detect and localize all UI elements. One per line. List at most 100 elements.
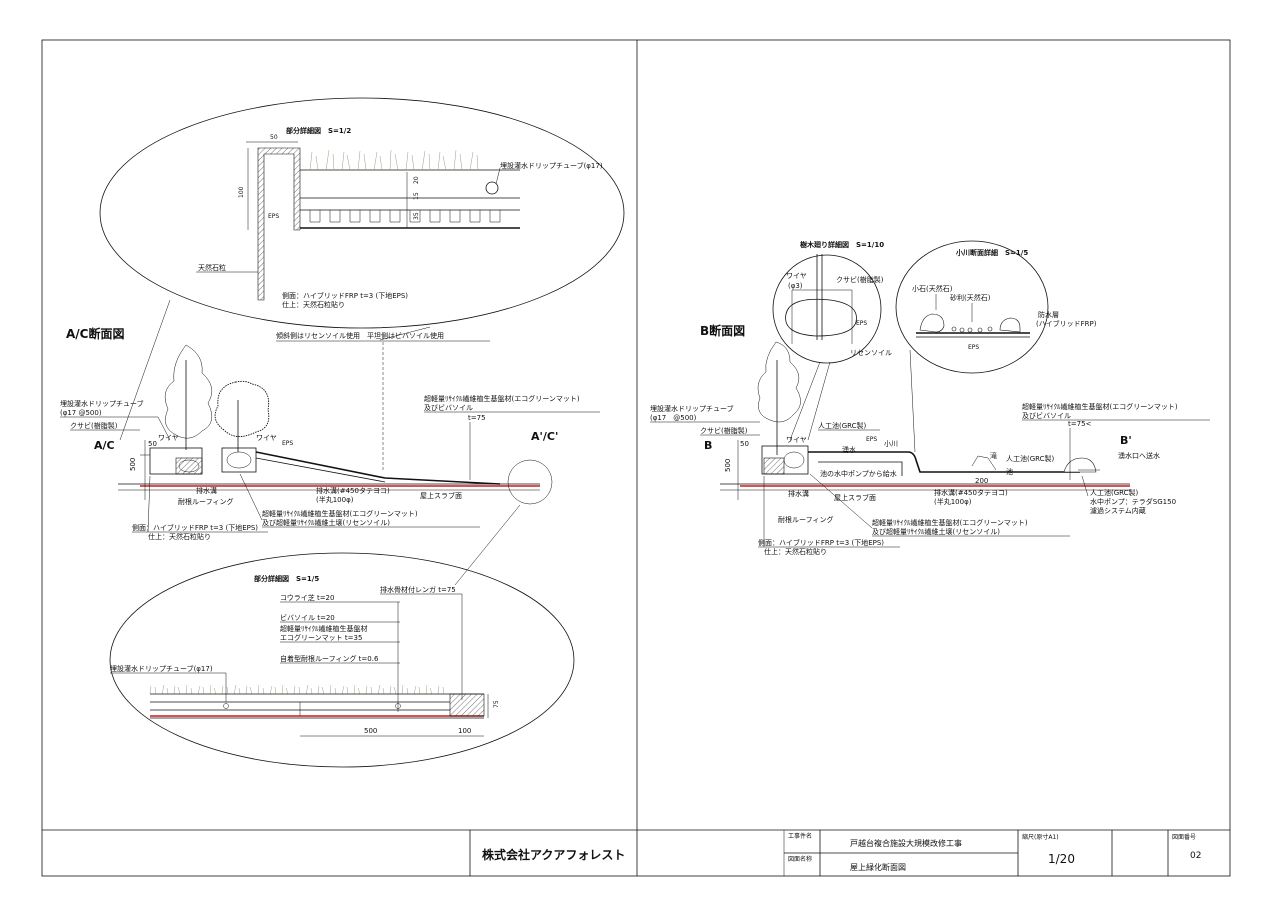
dim-500: 500: [724, 459, 732, 472]
dim-500: 500: [364, 727, 377, 735]
drain-pipe-label-2: (半丸100φ): [316, 495, 354, 504]
section-b: B断面図 500 50 B B' 埋設灌水ドリップチューブ (φ17 @500)…: [650, 323, 1210, 556]
pond-pump-label: 池の水中ポンプから給水: [820, 469, 897, 478]
dim-100: 100: [238, 186, 245, 198]
side-label-2: 仕上：天然石粒貼り: [764, 547, 827, 556]
mat-label-1: 超軽量ﾘｻｲｸﾙ繊維植生基盤材: [280, 624, 368, 633]
kusabi-label: クサビ(樹脂製): [700, 426, 748, 435]
number-label: 図面番号: [1172, 834, 1196, 841]
drawing-name: 屋上緑化断面図: [850, 862, 906, 872]
turf-label: コウライ芝 t=20: [280, 593, 334, 602]
side-label-1: 側面：ハイブリッドFRP t=3 (下地EPS): [282, 291, 408, 300]
dim-35: 35: [413, 212, 420, 220]
mat2-label-1: 超軽量ﾘｻｲｸﾙ繊維植生基盤材(エコグリーンマット): [872, 518, 1028, 527]
t75-label: t=75<: [1068, 420, 1092, 428]
drain-pipe-label-2: (半丸100φ): [934, 497, 972, 506]
kusabi-label: クサビ(樹脂製): [836, 275, 884, 284]
detail-bottom-ellipse: 部分詳細図 S=1/5 排水骨材付レンガ t=75 コウライ芝 t=20 ビバソ…: [109, 552, 575, 768]
dim-20: 20: [413, 176, 420, 184]
slab-label: 屋上スラブ面: [834, 493, 876, 502]
tree-icon: [757, 341, 801, 455]
drip-tube-icon: [485, 181, 499, 195]
dim-75: 75: [493, 700, 500, 708]
dim-500: 500: [129, 458, 137, 471]
grass-top-detail: [309, 149, 479, 171]
side-label-1: 側面：ハイブリッドFRP t=3 (下地EPS): [758, 538, 884, 547]
scale-value: 1/20: [1048, 852, 1075, 866]
artificial-pond-label: 人工池(GRC製): [818, 421, 867, 430]
artificial-pond2-label: 人工池(GRC製): [1006, 454, 1055, 463]
drip-label-1: 埋設灌水ドリップチューブ: [60, 399, 144, 408]
pump-label: 水中ポンプ：テラダSG150: [1090, 497, 1176, 506]
label-ac-prime: A'/C': [531, 430, 558, 443]
sheet-frame: [41, 39, 1231, 877]
mat2-label-2: 及び超軽量ﾘｻｲｸﾙ繊維土壌(リセンソイル): [872, 527, 1000, 536]
detail-top-ellipse: 部分詳細図 S=1/2 50 100 EPS 20 15 35 埋設灌水ドリップ…: [99, 97, 625, 441]
drain-channel-label: 排水溝: [788, 489, 809, 498]
wire-size-label: (φ3): [788, 282, 803, 290]
section-ac-title: A/C断面図: [66, 326, 124, 341]
drip-tube-label: 埋設灌水ドリップチューブ(φ17): [110, 664, 213, 673]
shrub-icon: [214, 380, 270, 452]
stream-pebbles: [919, 313, 1021, 333]
dim-50: 50: [740, 440, 749, 448]
stream-detail-title: 小川断面詳細 S=1/5: [955, 248, 1028, 257]
drip-label-2: (φ17 @500): [650, 414, 697, 422]
wire-label-1: ワイヤ: [158, 434, 179, 442]
mat-label-2: 及びビバソイル: [424, 403, 473, 412]
eps-label: EPS: [268, 213, 279, 220]
project-name: 戸越台複合施設大規模改修工事: [850, 838, 962, 848]
side-label-1: 側面：ハイブリッドFRP t=3 (下地EPS): [132, 523, 258, 532]
pond3-label: 人工池(GRC製): [1090, 488, 1139, 497]
scale-label: 縮尺(原寸A1): [1022, 833, 1059, 841]
drawing-number: 02: [1190, 851, 1201, 861]
title-block: 株式会社アクアフォレスト 工事件名 戸越台複合施設大規模改修工事 図面名称 屋上…: [469, 830, 1201, 876]
side-label-2: 仕上：天然石粒貼り: [148, 532, 211, 541]
dim-100: 100: [458, 727, 471, 735]
drainage-cells: [309, 210, 501, 223]
drip-label-1: 埋設灌水ドリップチューブ: [650, 404, 734, 413]
pond-label: 池: [1006, 467, 1013, 476]
drawing-label: 図面名称: [788, 855, 812, 863]
eps-label: EPS: [282, 440, 293, 447]
to-spring-label: 湧水口へ送水: [1118, 451, 1160, 460]
dim-200: 200: [975, 477, 988, 485]
slab-label: 屋上スラブ面: [420, 491, 462, 500]
mat-label-1: 超軽量ﾘｻｲｸﾙ繊維植生基盤材(エコグリーンマット): [424, 394, 580, 403]
label-b: B: [704, 439, 712, 452]
waterproof-label-2: (ハイブリッドFRP): [1036, 319, 1097, 328]
project-label: 工事件名: [788, 832, 812, 840]
viva-label: ビバソイル t=20: [280, 613, 335, 622]
dim-50: 50: [148, 440, 157, 448]
drain-pipe-label-1: 排水溝(#450タテヨコ): [316, 486, 390, 495]
detail-bottom-title: 部分詳細図 S=1/5: [254, 574, 319, 583]
soil-note: 傾斜側はリセンソイル使用 平坦側はビバソイル使用: [276, 331, 444, 340]
section-ac: A/C断面図 傾斜側はリセンソイル使用 平坦側はビバソイル使用 500 50: [60, 326, 600, 586]
company-name: 株式会社アクアフォレスト: [482, 847, 625, 862]
section-b-title: B断面図: [700, 323, 745, 338]
t75-label: t=75: [468, 414, 486, 422]
stone-label: 天然石粒: [198, 263, 226, 272]
soil-label: リセンソイル: [850, 349, 892, 357]
stream-label: 小川: [884, 439, 898, 448]
drain-brick-label: 排水骨材付レンガ t=75: [380, 585, 456, 594]
drip-label-2: (φ17 @500): [60, 409, 102, 417]
filter-label: 濾過システム内蔵: [1090, 506, 1146, 515]
spring-label: 湧水: [842, 445, 856, 454]
dim-15: 15: [413, 192, 420, 200]
eps-label: EPS: [856, 320, 867, 327]
mat-label-2: エコグリーンマット t=35: [280, 633, 362, 642]
small-stone-label: 小石(天然石): [912, 284, 953, 293]
eps-label: EPS: [968, 344, 979, 351]
gravel-label: 砂利(天然石): [950, 293, 991, 302]
waterproof-label-1: 防水層: [1038, 310, 1059, 319]
mat2-label-1: 超軽量ﾘｻｲｸﾙ繊維植生基盤材(エコグリーンマット): [262, 509, 418, 518]
root-roofing-label: 耐根ルーフィング: [778, 515, 833, 524]
tree-icon: [164, 344, 213, 450]
mat-label-2: 及びビバソイル: [1022, 411, 1071, 420]
label-b-prime: B': [1120, 434, 1132, 447]
tree-detail-circle: 樹木廻り詳細図 S=1/10 ワイヤ (φ3) クサビ(樹脂製) EPS リセン…: [772, 240, 892, 441]
kusabi-label: クサビ(樹脂製): [70, 421, 118, 430]
dim-50: 50: [270, 134, 278, 141]
